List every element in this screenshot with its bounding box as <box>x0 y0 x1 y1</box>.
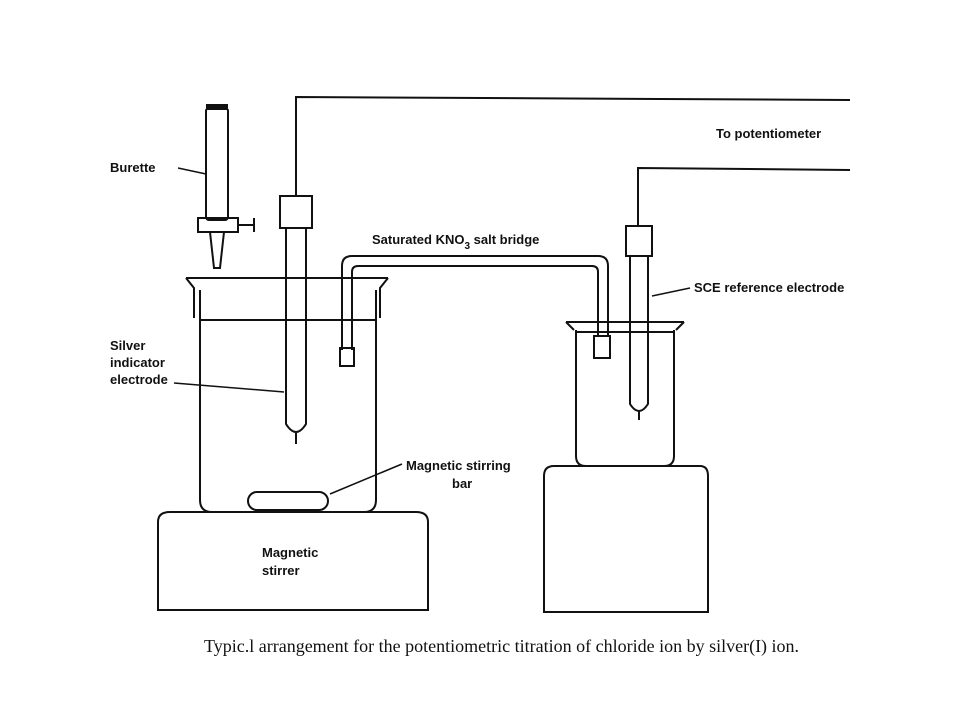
burette-tube <box>205 107 229 221</box>
burette-tip <box>208 231 226 269</box>
right-stand <box>543 465 709 613</box>
salt-bridge-label-subscript: 3 <box>464 241 470 252</box>
sce-electrode-cap <box>625 225 653 257</box>
stir-bar-leader <box>329 463 403 495</box>
stir-bar-label-line1: Magnetic stirring <box>406 458 511 473</box>
silver-electrode-leader <box>173 382 285 393</box>
silver-electrode-cap <box>279 195 313 229</box>
stirrer-label-line2: stirrer <box>262 563 300 578</box>
to-potentiometer-label: To potentiometer <box>716 126 821 141</box>
sce-label: SCE reference electrode <box>694 280 844 295</box>
wire-sce-electrode <box>637 166 851 226</box>
silver-label-line3: electrode <box>110 372 168 387</box>
magnetic-stirrer <box>157 511 429 611</box>
sce-leader <box>651 287 691 297</box>
figure-caption: Typic.l arrangement for the potentiometr… <box>204 636 799 657</box>
wire-silver-electrode <box>295 95 851 196</box>
salt-bridge-label-prefix: Saturated KNO <box>372 232 464 247</box>
silver-label-line2: indicator <box>110 355 165 370</box>
stirrer-label-line1: Magnetic <box>262 545 318 560</box>
salt-bridge <box>339 255 611 367</box>
sce-reference-electrode <box>625 225 653 420</box>
right-beaker <box>565 321 685 467</box>
burette-top <box>206 104 228 110</box>
burette-leader <box>177 167 207 175</box>
silver-indicator-electrode <box>279 195 313 444</box>
salt-bridge-right-plug <box>593 335 611 359</box>
stir-bar-label-line2: bar <box>452 476 472 491</box>
burette <box>197 104 255 269</box>
salt-bridge-label: Saturated KNO3 salt bridge <box>372 232 539 252</box>
silver-label-line1: Silver <box>110 338 145 353</box>
stirring-bar <box>247 491 329 511</box>
salt-bridge-left-plug <box>339 347 355 367</box>
salt-bridge-label-suffix: salt bridge <box>470 232 539 247</box>
burette-label: Burette <box>110 160 156 175</box>
